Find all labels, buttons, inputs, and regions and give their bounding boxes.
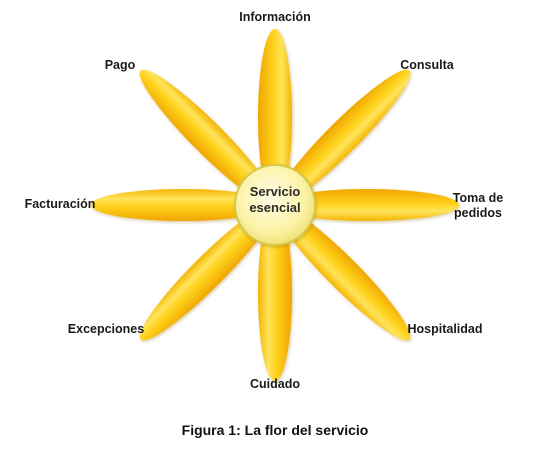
label-excepciones: Excepciones bbox=[67, 322, 145, 336]
label-facturacion: Facturación bbox=[24, 197, 96, 211]
label-consulta: Consulta bbox=[400, 58, 454, 72]
petal-consulta bbox=[274, 69, 411, 206]
petal-toma-de-pedidos bbox=[275, 189, 459, 221]
petal-excepciones bbox=[139, 204, 276, 341]
petal-hospitalidad bbox=[274, 204, 411, 341]
label-cuidado: Cuidado bbox=[250, 377, 300, 391]
petal-pago bbox=[139, 69, 276, 206]
label-pago: Pago bbox=[104, 58, 136, 72]
label-informacion: Información bbox=[239, 10, 311, 24]
petal-informacion bbox=[258, 29, 292, 205]
petal-cuidado bbox=[258, 205, 292, 381]
figure-caption: Figura 1: La flor del servicio bbox=[181, 422, 369, 438]
label-toma-de-pedidos: Toma de pedidos bbox=[452, 191, 504, 220]
center-label: Servicio esencial bbox=[249, 184, 301, 215]
label-hospitalidad: Hospitalidad bbox=[407, 322, 483, 336]
petal-facturacion bbox=[91, 189, 275, 221]
center-circle bbox=[234, 164, 316, 246]
